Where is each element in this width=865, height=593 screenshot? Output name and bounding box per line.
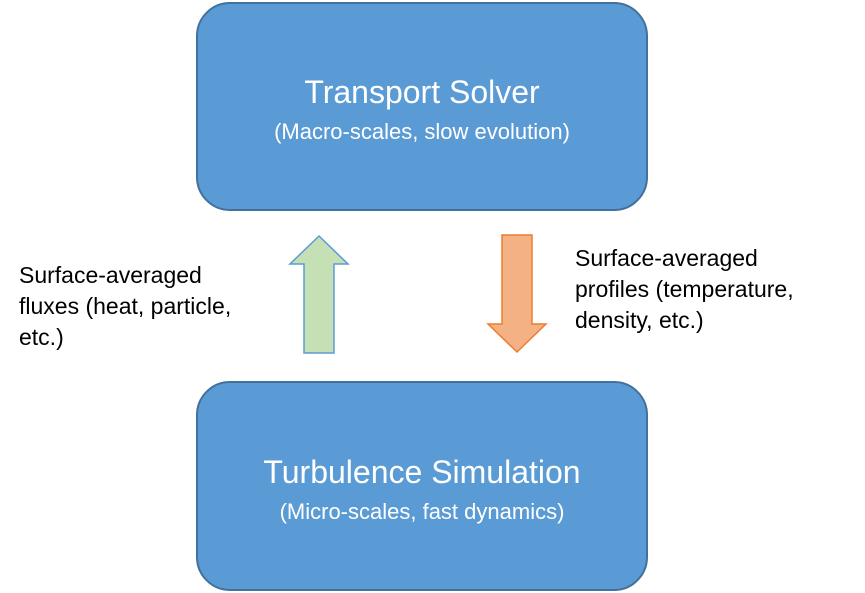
fluxes-label-line-3: etc.): [19, 324, 64, 350]
fluxes-label-line-1: Surface-averaged: [19, 262, 202, 288]
fluxes-label: Surface-averaged fluxes (heat, particle,…: [19, 260, 231, 353]
turbulence-simulation-title: Turbulence Simulation: [263, 454, 581, 490]
up-arrow-icon: [288, 234, 350, 354]
down-arrow-icon: [486, 234, 548, 354]
turbulence-simulation-subtitle: (Micro-scales, fast dynamics): [279, 499, 565, 524]
turbulence-simulation-box: Turbulence Simulation (Micro-scales, fas…: [196, 381, 648, 591]
transport-solver-box: Transport Solver (Macro-scales, slow evo…: [196, 2, 648, 211]
fluxes-label-line-2: fluxes (heat, particle,: [19, 293, 232, 319]
profiles-label: Surface-averaged profiles (temperature, …: [575, 243, 794, 336]
transport-solver-title: Transport Solver: [304, 74, 540, 110]
profiles-label-line-2: profiles (temperature,: [575, 276, 794, 302]
profiles-label-line-3: density, etc.): [575, 307, 704, 333]
transport-solver-subtitle: (Macro-scales, slow evolution): [274, 119, 570, 144]
profiles-label-line-1: Surface-averaged: [575, 245, 758, 271]
